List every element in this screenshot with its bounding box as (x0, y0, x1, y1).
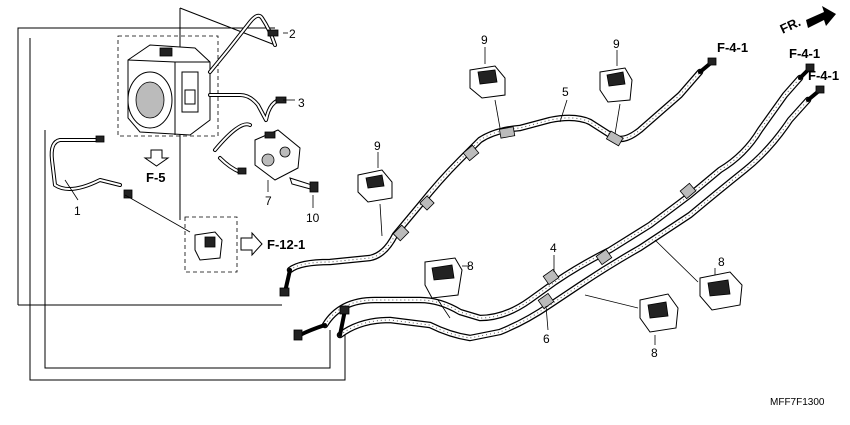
label-part-5: 5 (562, 85, 569, 99)
hose-clamp-9c (357, 152, 393, 237)
hose-clamp-8b (654, 239, 743, 311)
label-part-8c: 8 (651, 346, 658, 360)
label-part-1: 1 (74, 204, 81, 218)
front-arrow-icon (806, 6, 836, 28)
hose-clamp-9a (469, 47, 506, 129)
label-part-3: 3 (298, 96, 305, 110)
brake-hose-4 (321, 74, 804, 329)
ref-f4-1-b: F-4-1 (789, 46, 820, 61)
proportioning-valve (254, 129, 301, 181)
brake-hose-5 (279, 57, 717, 297)
front-label: FR. (778, 14, 803, 36)
leader-lines (64, 32, 568, 331)
diagram-code: MFF7F1300 (770, 397, 825, 408)
f5-arrow-icon (143, 149, 170, 167)
label-part-9b: 9 (613, 37, 620, 51)
label-part-6: 6 (543, 332, 550, 346)
ref-f4-1-a: F-4-1 (717, 40, 748, 55)
hose-clamp-8c (584, 293, 679, 345)
f12-arrow-icon (240, 231, 263, 257)
abs-modulator (117, 35, 219, 137)
ref-f12-1: F-12-1 (267, 237, 305, 252)
hose-clamp-9b (599, 50, 633, 135)
label-part-2: 2 (289, 27, 296, 41)
label-part-8a: 8 (467, 259, 474, 273)
pipe-fittings (95, 29, 287, 199)
ref-f5: F-5 (146, 170, 166, 185)
label-part-4: 4 (550, 241, 557, 255)
bolt (289, 177, 319, 193)
label-part-8b: 8 (718, 255, 725, 269)
frame-lines (17, 7, 346, 381)
hose-clamp-8a (424, 257, 470, 319)
brake-hose-6 (293, 63, 825, 342)
label-part-10: 10 (306, 211, 320, 225)
label-part-9a: 9 (481, 33, 488, 47)
label-part-9c: 9 (374, 139, 381, 153)
pressure-switch (124, 194, 238, 273)
ref-f4-1-c: F-4-1 (808, 68, 839, 83)
label-part-7: 7 (265, 194, 272, 208)
